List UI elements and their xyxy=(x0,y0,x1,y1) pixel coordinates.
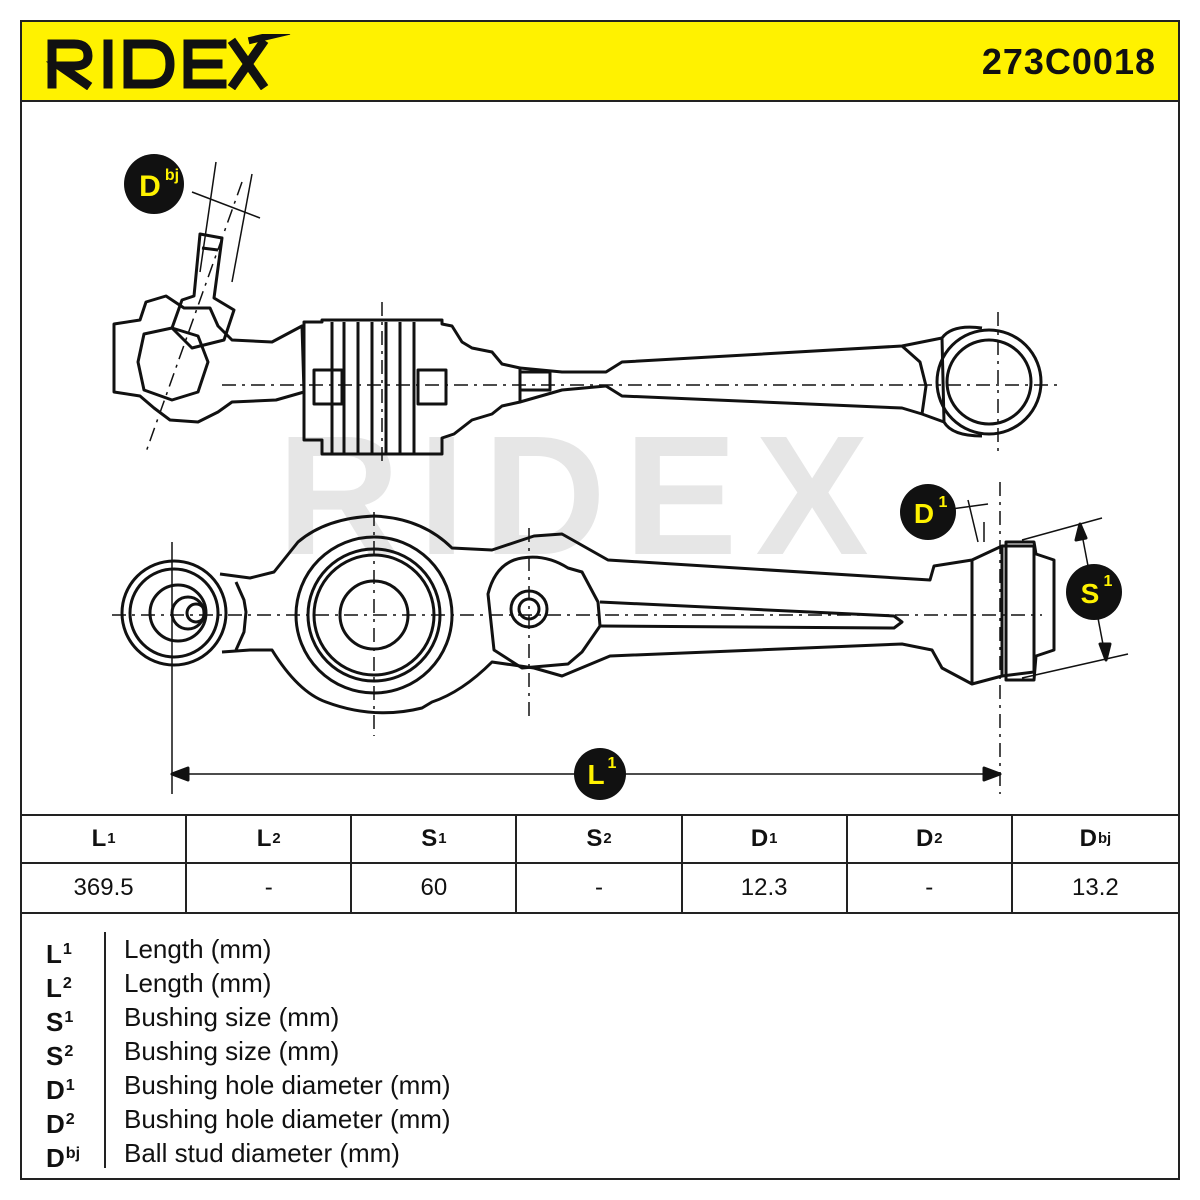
legend-symbol: D2 xyxy=(46,1108,75,1139)
legend-description: Bushing size (mm) xyxy=(124,1036,340,1066)
legend-description: Ball stud diameter (mm) xyxy=(124,1138,400,1168)
legend: L1 Length (mm) L2 Length (mm) S1 Bushing… xyxy=(22,916,1178,1178)
legend-row-d1: D1 Bushing hole diameter (mm) xyxy=(22,1068,1178,1105)
header-bar: 273C0018 xyxy=(22,22,1178,102)
badge-d-bj-sup: bj xyxy=(165,167,179,184)
legend-row-l1: L1 Length (mm) xyxy=(22,932,1178,969)
legend-symbol: Dbj xyxy=(46,1142,81,1173)
legend-row-l2: L2 Length (mm) xyxy=(22,966,1178,1003)
badge-l1-main: L xyxy=(587,759,604,790)
brand-logo xyxy=(46,34,296,90)
badge-d1-sup: 1 xyxy=(939,494,948,511)
watermark: RIDEX xyxy=(277,401,887,591)
top-view xyxy=(112,161,1062,466)
badge-l1: L 1 xyxy=(574,748,626,800)
table-value-s1: 60 xyxy=(352,864,518,912)
legend-symbol: L1 xyxy=(46,938,72,969)
legend-description: Bushing hole diameter (mm) xyxy=(124,1104,451,1134)
table-value-l2: - xyxy=(187,864,353,912)
control-arm-drawing: RIDEX xyxy=(112,154,1129,800)
badge-d-bj-main: D xyxy=(139,170,161,203)
legend-symbol: S2 xyxy=(46,1040,74,1071)
legend-description: Length (mm) xyxy=(124,968,272,998)
diagram-frame: 273C0018 RIDEX xyxy=(20,20,1180,1180)
legend-symbol: D1 xyxy=(46,1074,75,1105)
legend-symbol: L2 xyxy=(46,972,72,1003)
legend-divider xyxy=(104,932,106,1168)
badge-d1: D 1 xyxy=(900,484,956,540)
legend-symbol: S1 xyxy=(46,1006,74,1037)
technical-drawing: RIDEX xyxy=(22,102,1178,814)
legend-row-d-bj: Dbj Ball stud diameter (mm) xyxy=(22,1136,1178,1173)
table-value-l1: 369.5 xyxy=(22,864,188,912)
legend-description: Bushing hole diameter (mm) xyxy=(124,1070,451,1100)
legend-row-s1: S1 Bushing size (mm) xyxy=(22,1000,1178,1037)
table-value-s2: - xyxy=(517,864,683,912)
badge-d1-main: D xyxy=(914,498,934,529)
part-number: 273C0018 xyxy=(981,41,1156,82)
ridex-logo-mark xyxy=(46,34,291,90)
legend-description: Bushing size (mm) xyxy=(124,1002,340,1032)
table-value-d2: - xyxy=(848,864,1013,912)
badge-s1-sup: 1 xyxy=(1104,573,1113,590)
legend-description: Length (mm) xyxy=(124,934,272,964)
badge-d-bj: D bj xyxy=(124,154,184,214)
legend-row-d2: D2 Bushing hole diameter (mm) xyxy=(22,1102,1178,1139)
badge-l1-sup: 1 xyxy=(608,755,617,772)
badge-s1-main: S xyxy=(1081,578,1100,609)
table-value-d1: 12.3 xyxy=(683,864,848,912)
legend-row-s2: S2 Bushing size (mm) xyxy=(22,1034,1178,1071)
badge-s1: S 1 xyxy=(1066,564,1122,620)
table-value-d-bj: 13.2 xyxy=(1072,874,1119,901)
